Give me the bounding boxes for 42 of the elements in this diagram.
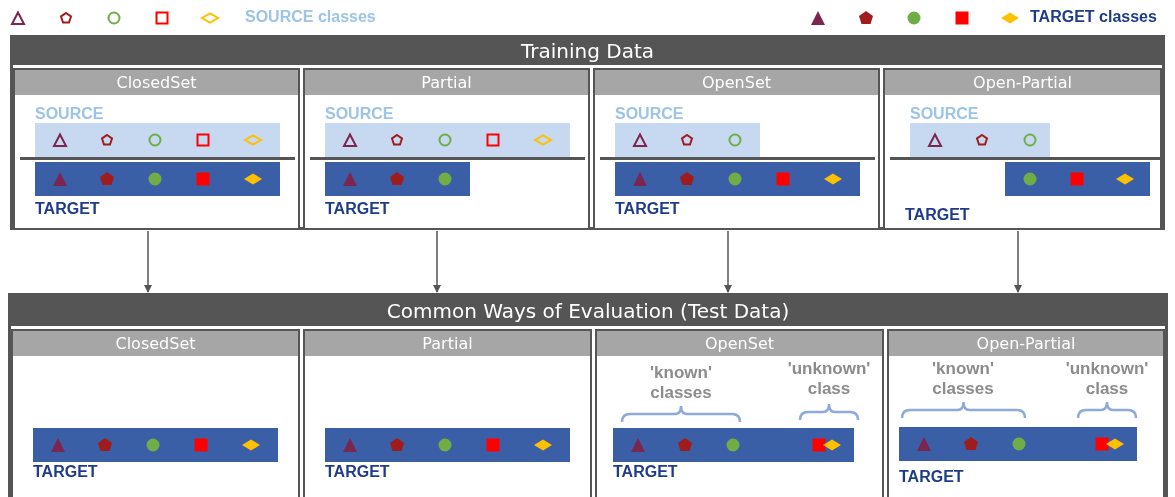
bracket-label: 'known' classes <box>649 363 713 403</box>
band-label: TARGET <box>905 206 970 224</box>
band-label: TARGET <box>35 200 100 218</box>
panel <box>593 68 880 230</box>
panel <box>11 329 300 497</box>
panel-title: Partial <box>305 70 588 95</box>
bracket-label: 'known' classes <box>931 359 995 399</box>
arrow <box>433 230 441 293</box>
panel <box>303 68 590 230</box>
band-label: TARGET <box>899 468 964 486</box>
band-label: TARGET <box>325 200 390 218</box>
panel-title: ClosedSet <box>15 70 298 95</box>
panel <box>303 329 592 497</box>
panel <box>13 68 300 230</box>
arrow <box>144 230 152 293</box>
legend-label: SOURCE classes <box>245 8 376 26</box>
panel <box>10 35 1165 230</box>
panel <box>595 329 884 497</box>
band-label: SOURCE <box>615 105 684 123</box>
arrow <box>724 230 732 293</box>
panel-title: Common Ways of Evaluation (Test Data) <box>11 296 1165 326</box>
band-label: SOURCE <box>325 105 394 123</box>
bracket-label: 'unknown' class <box>786 359 872 399</box>
arrow <box>1014 230 1022 293</box>
bracket-label: 'unknown' class <box>1064 359 1150 399</box>
panel-title: Training Data <box>13 38 1162 65</box>
band-label: TARGET <box>325 463 390 481</box>
panel-title: ClosedSet <box>13 331 298 356</box>
band-label: SOURCE <box>35 105 104 123</box>
panel-title: Open-Partial <box>889 331 1163 356</box>
legend-label: TARGET classes <box>1030 8 1157 26</box>
panel <box>883 68 1162 230</box>
band-label: TARGET <box>613 463 678 481</box>
panel <box>8 293 1168 497</box>
panel-title: OpenSet <box>595 70 878 95</box>
band-label: SOURCE <box>910 105 979 123</box>
band-label: TARGET <box>33 463 98 481</box>
panel-title: Open-Partial <box>885 70 1160 95</box>
panel-title: OpenSet <box>597 331 882 356</box>
panel-title: Partial <box>305 331 590 356</box>
band-label: TARGET <box>615 200 680 218</box>
panel <box>887 329 1165 497</box>
